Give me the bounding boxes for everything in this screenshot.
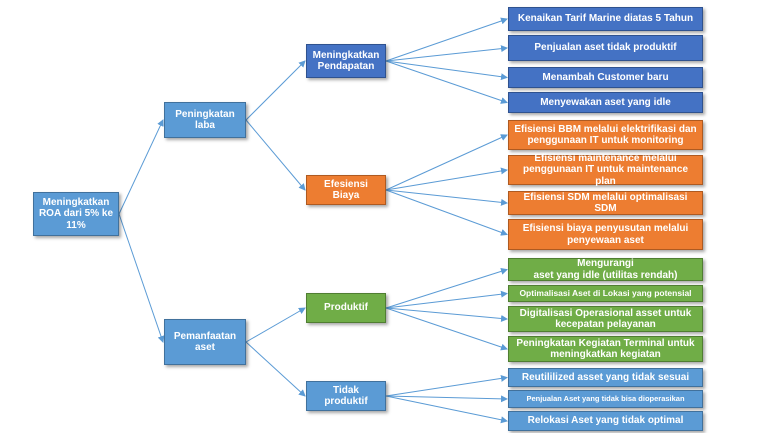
connector-root-node-to-branch-pemanfaatan-aset <box>118 213 165 343</box>
leaf-efisiensi-penyusutan[interactable]: Efisiensi biaya penyusutan melalui penye… <box>508 219 703 250</box>
leaf-penjualan-aset-tidak-bisa[interactable]: Penjualan Aset yang tidak bisa dioperasi… <box>508 390 703 408</box>
leaf-label: Peningkatan Kegiatan Terminal untuk meni… <box>516 337 695 361</box>
root-label: Meningkatkan ROA dari 5% ke 11% <box>38 196 114 231</box>
leaf-efisiensi-sdm[interactable]: Efisiensi SDM melalui optimalisasi SDM <box>508 191 703 215</box>
connector-branch-peningkatan-laba-to-node-efesiensi-biaya <box>245 119 306 191</box>
node-label: Produktif <box>324 302 368 314</box>
connector-node-produktif-to-leaf-mengurangi-aset-idle <box>385 267 508 309</box>
leaf-optimalisasi-aset[interactable]: Optimalisasi Aset di Lokasi yang potensi… <box>508 285 703 302</box>
connector-node-produktif-to-leaf-optimalisasi-aset <box>385 290 508 309</box>
leaf-digitalisasi-operasional[interactable]: Digitalisasi Operasional asset untuk kec… <box>508 306 703 332</box>
leaf-label: Efisiensi biaya penyusutan melalui penye… <box>522 223 689 246</box>
branch-label: Peningkatan laba <box>175 108 235 132</box>
leaf-relokasi-aset[interactable]: Relokasi Aset yang tidak optimal <box>508 411 703 431</box>
leaf-label: Relokasi Aset yang tidak optimal <box>527 415 684 427</box>
connector-node-meningkatkan-pendapatan-to-leaf-menambah-customer <box>385 60 508 81</box>
connector-branch-peningkatan-laba-to-node-meningkatkan-pendapatan <box>245 60 306 121</box>
connector-branch-pemanfaatan-aset-to-node-produktif <box>245 307 306 343</box>
branch-pemanfaatan-aset[interactable]: Pemanfaatan aset <box>164 319 246 365</box>
leaf-label: Optimalisasi Aset di Lokasi yang potensi… <box>519 287 692 298</box>
leaf-penjualan-aset-tidak-produktif[interactable]: Penjualan aset tidak produktif <box>508 35 703 61</box>
leaf-peningkatan-kegiatan-terminal[interactable]: Peningkatan Kegiatan Terminal untuk meni… <box>508 336 703 362</box>
node-label: Meningkatkan Pendapatan <box>312 49 380 73</box>
connector-node-tidak-produktif-to-leaf-relokasi-aset <box>385 395 508 424</box>
leaf-efisiensi-maintenance[interactable]: Efisiensi maintenance melalui penggunaan… <box>508 152 703 187</box>
node-label: Tidak produktif <box>324 384 368 408</box>
root-node[interactable]: Meningkatkan ROA dari 5% ke 11% <box>33 192 119 236</box>
connector-node-meningkatkan-pendapatan-to-leaf-menyewakan-aset <box>385 60 508 104</box>
leaf-label: Efisiensi SDM melalui optimalisasi SDM <box>523 191 688 215</box>
leaf-label: Reutililized asset yang tidak sesuai <box>521 371 690 383</box>
connector-node-efesiensi-biaya-to-leaf-efisiensi-sdm <box>385 189 508 206</box>
leaf-reutilized-asset[interactable]: Reutililized asset yang tidak sesuai <box>508 368 703 387</box>
leaf-menambah-customer[interactable]: Menambah Customer baru <box>508 67 703 88</box>
connector-branch-pemanfaatan-aset-to-node-tidak-produktif <box>245 341 306 397</box>
leaf-label: Efisiensi BBM melalui elektrifikasi dan … <box>514 123 697 147</box>
connector-node-tidak-produktif-to-leaf-penjualan-aset-tidak-bisa <box>385 395 508 403</box>
leaf-mengurangi-aset-idle[interactable]: Mengurangi aset yang idle (utilitas rend… <box>508 258 703 281</box>
connector-node-efesiensi-biaya-to-leaf-efisiensi-maintenance <box>385 167 508 191</box>
connector-node-efesiensi-biaya-to-leaf-efisiensi-bbm <box>385 134 508 191</box>
leaf-label: Penjualan Aset yang tidak bisa dioperasi… <box>526 393 685 403</box>
leaf-label: Kenaikan Tarif Marine diatas 5 Tahun <box>517 13 694 25</box>
leaf-efisiensi-bbm[interactable]: Efisiensi BBM melalui elektrifikasi dan … <box>508 120 703 150</box>
leaf-label: Mengurangi aset yang idle (utilitas rend… <box>533 258 678 281</box>
node-meningkatkan-pendapatan[interactable]: Meningkatkan Pendapatan <box>306 44 386 78</box>
branch-peningkatan-laba[interactable]: Peningkatan laba <box>164 102 246 138</box>
connector-node-tidak-produktif-to-leaf-reutilized-asset <box>385 374 508 397</box>
connector-root-node-to-branch-peningkatan-laba <box>118 119 164 215</box>
leaf-label: Menyewakan aset yang idle <box>540 96 671 108</box>
connector-node-meningkatkan-pendapatan-to-leaf-penjualan-aset-tidak-produktif <box>385 45 508 62</box>
leaf-label: Efisiensi maintenance melalui penggunaan… <box>522 152 688 187</box>
node-tidak-produktif[interactable]: Tidak produktif <box>306 381 386 411</box>
leaf-label: Menambah Customer baru <box>542 71 669 83</box>
connector-node-produktif-to-leaf-digitalisasi-operasional <box>385 307 508 322</box>
leaf-label: Digitalisasi Operasional asset untuk kec… <box>519 307 692 331</box>
leaf-menyewakan-aset[interactable]: Menyewakan aset yang idle <box>508 92 703 113</box>
leaf-label: Penjualan aset tidak produktif <box>534 42 677 54</box>
connector-node-efesiensi-biaya-to-leaf-efisiensi-penyusutan <box>385 189 508 236</box>
node-efesiensi-biaya[interactable]: Efesiensi Biaya <box>306 175 386 205</box>
connector-node-meningkatkan-pendapatan-to-leaf-kenaikan-tarif <box>385 17 508 62</box>
node-produktif[interactable]: Produktif <box>306 293 386 323</box>
leaf-kenaikan-tarif[interactable]: Kenaikan Tarif Marine diatas 5 Tahun <box>508 7 703 31</box>
node-label: Efesiensi Biaya <box>324 178 368 202</box>
connector-node-produktif-to-leaf-peningkatan-kegiatan-terminal <box>385 307 508 351</box>
branch-label: Pemanfaatan aset <box>173 330 237 354</box>
